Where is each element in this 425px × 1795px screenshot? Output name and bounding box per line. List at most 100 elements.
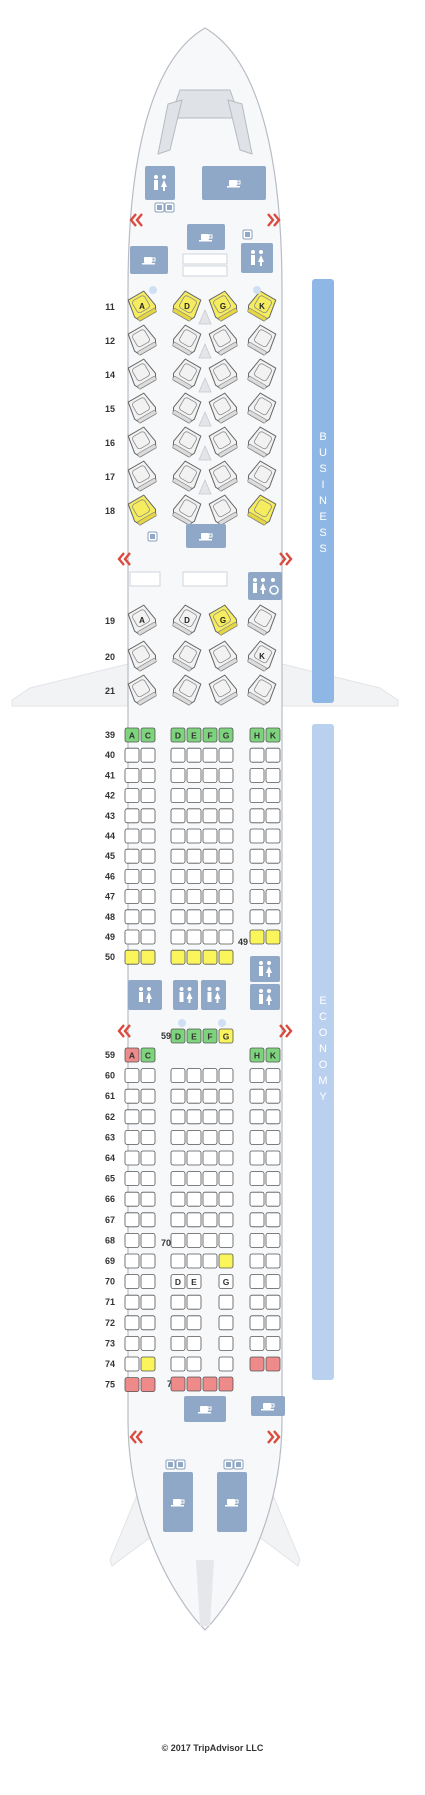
seat-letter: A xyxy=(129,1051,135,1061)
economy-seat xyxy=(218,727,234,743)
economy-seat xyxy=(249,1212,265,1228)
svg-text:A: A xyxy=(139,302,145,311)
economy-seat xyxy=(265,1336,281,1351)
economy-seat xyxy=(202,1233,218,1248)
economy-seat xyxy=(218,889,234,904)
economy-seat xyxy=(124,1253,140,1269)
lavatory-icon xyxy=(250,984,280,1010)
row-number: 62 xyxy=(105,1112,115,1122)
row-number: 18 xyxy=(105,506,115,516)
economy-seat xyxy=(218,1150,234,1166)
economy-seat xyxy=(202,1171,218,1186)
economy-seat xyxy=(140,1130,156,1145)
row-number: 20 xyxy=(105,652,115,662)
galley-icon xyxy=(163,1472,193,1532)
svg-text:K: K xyxy=(259,302,265,311)
economy-seat xyxy=(140,1315,156,1331)
economy-seat xyxy=(124,747,140,763)
economy-seat xyxy=(170,828,186,844)
row-number: 43 xyxy=(105,811,115,821)
economy-seat xyxy=(265,747,281,763)
business-seat xyxy=(127,674,157,706)
business-seat: K xyxy=(247,640,277,672)
copyright: © 2017 TripAdvisor LLC xyxy=(161,1743,264,1753)
economy-seat xyxy=(202,808,218,824)
economy-seat xyxy=(249,1047,265,1063)
exit-arrow-icon xyxy=(117,1024,131,1038)
economy-seat xyxy=(186,1171,202,1186)
business-seat xyxy=(208,460,238,492)
right-wing xyxy=(281,663,399,707)
economy-seat xyxy=(249,1088,265,1104)
lavatory-icon xyxy=(250,956,280,982)
row-number: 59 xyxy=(161,1031,171,1041)
lavatory-icon xyxy=(128,980,162,1010)
economy-seat xyxy=(265,1294,281,1310)
economy-seat xyxy=(202,929,218,945)
seat-letter: H xyxy=(254,1051,260,1061)
economy-seat xyxy=(186,1294,202,1310)
row-number: 69 xyxy=(105,1256,115,1266)
business-seat xyxy=(208,426,238,458)
economy-seat xyxy=(202,788,218,803)
economy-seat xyxy=(202,828,218,844)
cabin-label-business: S xyxy=(319,543,326,555)
economy-seat xyxy=(202,889,218,904)
economy-seat xyxy=(249,1191,265,1207)
cabin-label-business: I xyxy=(321,479,324,491)
row-number: 65 xyxy=(105,1174,115,1184)
economy-seat xyxy=(249,1294,265,1310)
business-seat xyxy=(172,494,202,526)
economy-seat xyxy=(218,848,234,864)
economy-seat xyxy=(265,1212,281,1228)
economy-seat xyxy=(218,1274,234,1289)
divider xyxy=(198,308,212,325)
economy-seat xyxy=(124,1336,140,1351)
divider xyxy=(198,478,212,495)
economy-seat xyxy=(140,1191,156,1207)
economy-seat xyxy=(124,1294,140,1310)
economy-seat xyxy=(265,848,281,864)
cabin-label-business: E xyxy=(319,511,326,523)
seat-letter: H xyxy=(254,731,260,741)
business-seat: G xyxy=(208,604,238,636)
economy-seat xyxy=(218,1336,234,1351)
economy-seat xyxy=(124,727,140,743)
economy-seat xyxy=(124,1109,140,1125)
economy-seat xyxy=(186,869,202,884)
exit-arrow-icon xyxy=(117,552,131,566)
economy-seat xyxy=(265,768,281,783)
economy-seat xyxy=(186,1109,202,1125)
economy-seat xyxy=(218,1028,234,1044)
economy-seat xyxy=(186,727,202,743)
galley-icon xyxy=(186,524,226,548)
seat-letter: C xyxy=(145,731,151,741)
economy-seat xyxy=(265,1315,281,1331)
exit-arrow-icon xyxy=(267,1430,281,1444)
economy-seat xyxy=(249,1068,265,1083)
cabin-label-economy: M xyxy=(318,1075,327,1087)
cabin-label-business: B xyxy=(319,431,326,443)
economy-seat xyxy=(186,1068,202,1083)
economy-seat xyxy=(124,1150,140,1166)
business-seat xyxy=(208,358,238,390)
economy-seat xyxy=(265,1191,281,1207)
cockpit-window-right xyxy=(227,99,253,155)
divider xyxy=(198,410,212,427)
economy-seat xyxy=(140,747,156,763)
row-number: 59 xyxy=(105,1050,115,1060)
economy-seat xyxy=(170,1253,186,1269)
economy-seat xyxy=(202,768,218,783)
row-number: 44 xyxy=(105,831,115,841)
economy-seat xyxy=(186,1191,202,1207)
cabin-label-business: S xyxy=(319,527,326,539)
economy-seat xyxy=(218,828,234,844)
economy-seat xyxy=(249,1109,265,1125)
svg-text:K: K xyxy=(259,652,265,661)
economy-seat xyxy=(249,1336,265,1351)
business-seat xyxy=(208,324,238,356)
galley-icon xyxy=(251,1396,285,1416)
economy-seat xyxy=(218,949,234,965)
economy-seat xyxy=(265,1274,281,1289)
